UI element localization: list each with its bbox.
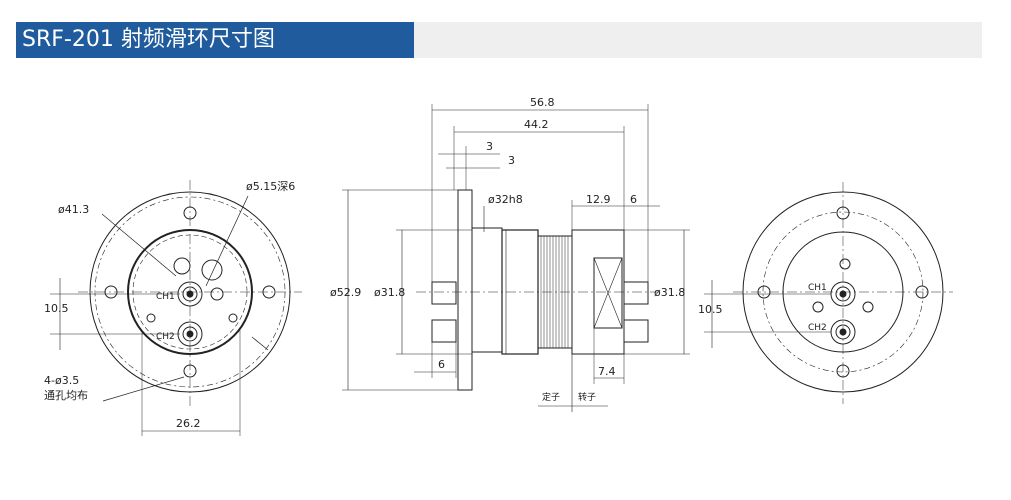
side-view: [342, 104, 690, 412]
side-label-3b: 3: [508, 154, 515, 167]
rear-small-hole-c: [862, 301, 874, 313]
rear-ch1-pin: [839, 290, 847, 298]
rear-small-hole-a: [839, 258, 851, 270]
front-leader-hole: [205, 195, 249, 287]
side-label-6-top: 6: [630, 193, 637, 206]
front-leader-holes: [102, 376, 185, 402]
rear-view: [704, 182, 953, 404]
front-ch1-pin: [186, 290, 194, 298]
rear-bolt-hole-right: [915, 285, 929, 299]
rear-label-offset: 10.5: [698, 303, 723, 316]
side-flange: [457, 189, 473, 391]
front-label-offset: 10.5: [44, 302, 69, 315]
rear-label-ch2: CH2: [808, 323, 827, 333]
front-label-ch1: CH1: [156, 292, 175, 302]
front-bolt-hole-right: [262, 285, 276, 299]
front-ch1-connector-inner: [182, 286, 198, 302]
front-ch2-connector-inner: [182, 326, 198, 342]
side-left-connector-top: [431, 281, 457, 305]
side-label-rotor: 转子: [578, 391, 596, 403]
side-label-body-right: ø31.8: [654, 286, 685, 299]
front-label-width: 26.2: [176, 417, 201, 430]
front-leader-arc: [251, 336, 269, 351]
rear-ch2-connector-inner: [835, 324, 851, 340]
side-rotor-cross-b: [593, 257, 623, 329]
front-label-holes: 4-ø3.5: [44, 374, 79, 387]
side-label-shaft: ø32h8: [488, 193, 523, 206]
front-label-holes-note: 通孔均布: [44, 389, 88, 402]
rear-ch1-connector-inner: [835, 286, 851, 302]
rear-label-ch1: CH1: [808, 283, 827, 293]
front-small-hole-b: [201, 259, 223, 281]
rear-ch2-pin: [839, 328, 847, 336]
front-ch2-pin: [186, 330, 194, 338]
side-label-stator: 定子: [542, 391, 560, 403]
front-leader-dia: [101, 213, 177, 277]
side-label-flange: ø52.9: [330, 286, 361, 299]
side-label-7-4: 7.4: [598, 365, 616, 378]
side-label-body-left: ø31.8: [374, 286, 405, 299]
front-label-dia-outer: ø41.3: [58, 203, 89, 216]
front-label-hole-depth: ø5.15深6: [246, 180, 295, 193]
side-label-total: 56.8: [530, 96, 555, 109]
front-small-hole-d: [146, 313, 156, 323]
side-rotor-square: [593, 257, 623, 329]
rear-bolt-hole-top: [836, 206, 850, 220]
rear-bolt-hole-bottom: [836, 364, 850, 378]
front-view: [50, 180, 302, 436]
rear-bolt-hole-left: [757, 285, 771, 299]
front-bolt-hole-bottom: [183, 364, 197, 378]
front-small-hole-c: [210, 287, 224, 301]
side-right-connector-top: [623, 281, 649, 305]
side-label-6-bottom: 6: [438, 358, 445, 371]
side-label-3a: 3: [486, 140, 493, 153]
front-bolt-hole-top: [183, 206, 197, 220]
page-title: SRF-201 射频滑环尺寸图: [16, 22, 414, 58]
side-label-12-9: 12.9: [586, 193, 611, 206]
side-left-connector-bottom: [431, 319, 457, 343]
front-small-hole-a: [173, 257, 191, 275]
front-small-hole-e: [228, 313, 238, 323]
front-label-ch2: CH2: [156, 332, 175, 342]
front-bolt-hole-left: [104, 285, 118, 299]
rear-small-hole-b: [812, 301, 824, 313]
side-stator-neck: [471, 227, 503, 353]
side-right-connector-bottom: [623, 319, 649, 343]
side-label-body: 44.2: [524, 118, 549, 131]
